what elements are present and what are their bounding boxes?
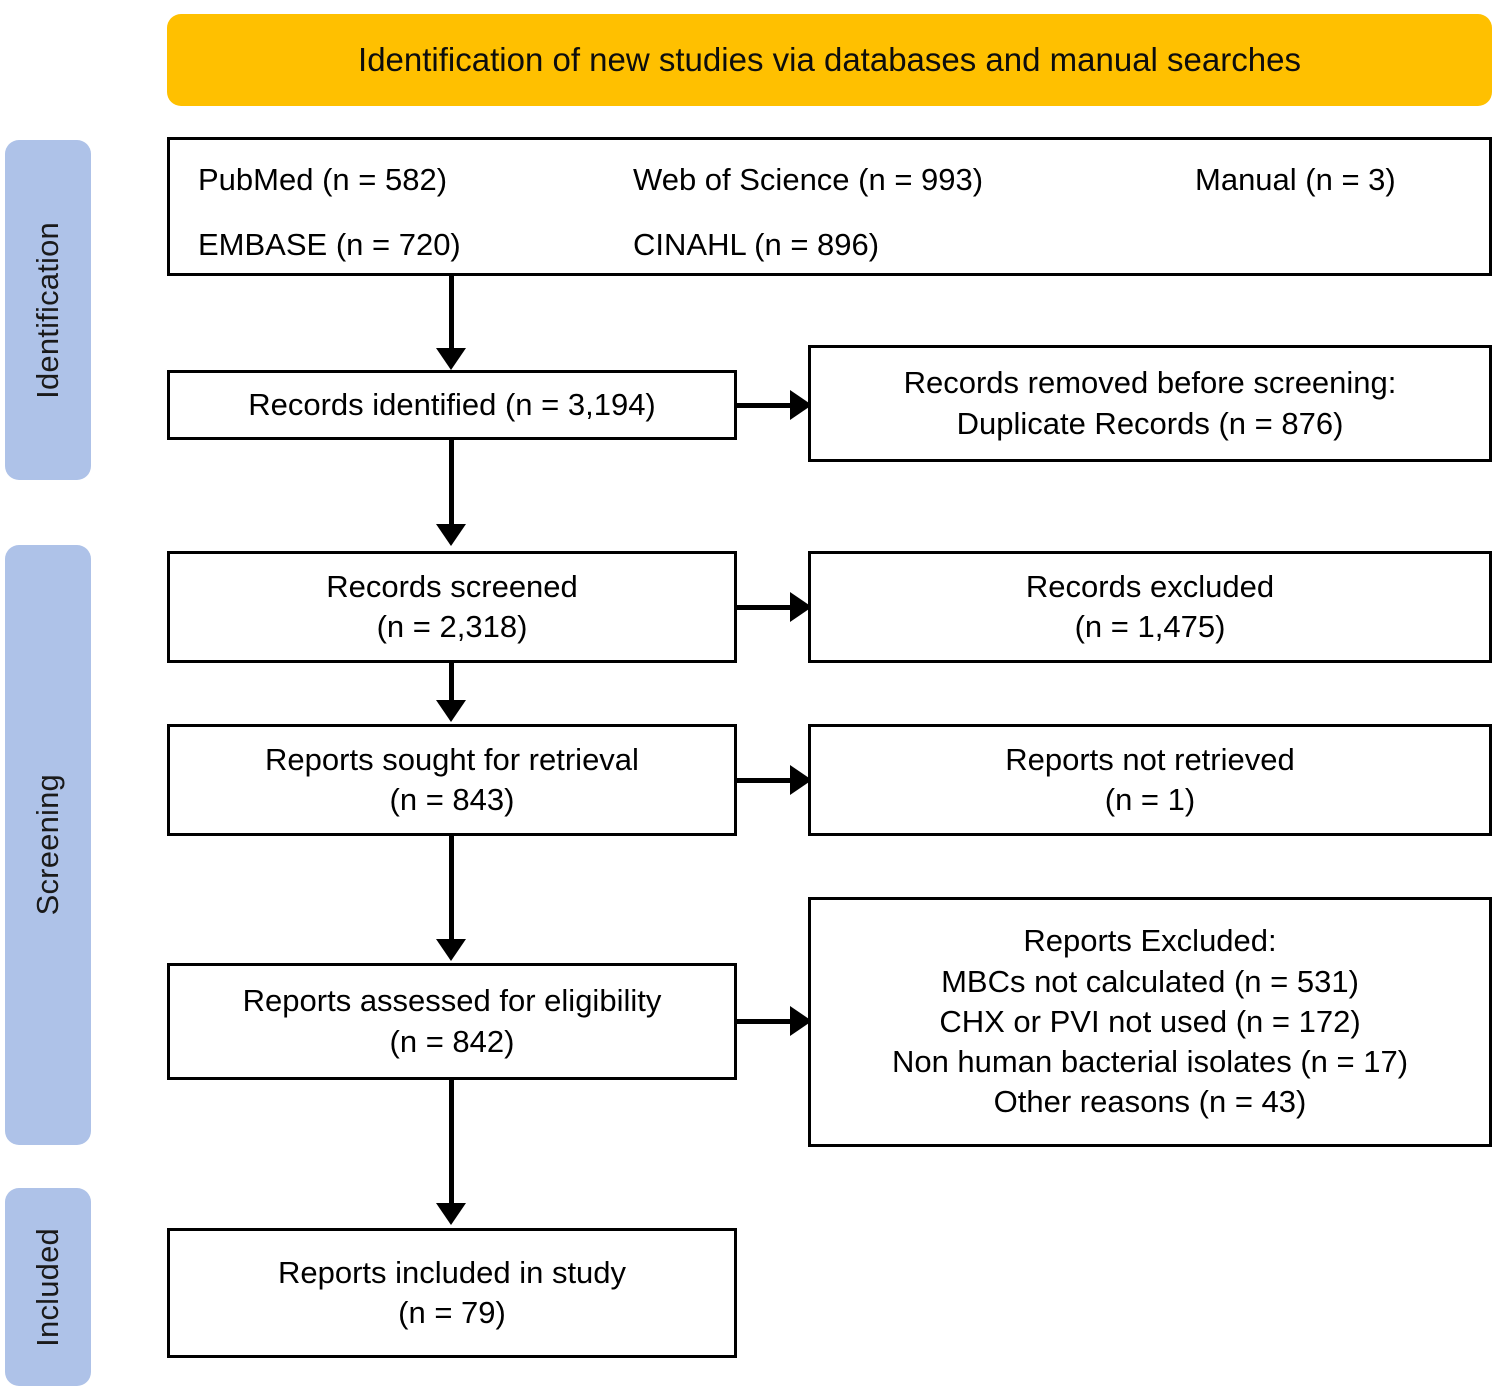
box-reports-assessed: Reports assessed for eligibility (n = 84… — [167, 963, 737, 1080]
phase-label-included: Included — [30, 1227, 65, 1347]
box-records-identified: Records identified (n = 3,194) — [167, 370, 737, 440]
arrowhead-assessed-to-included — [436, 1203, 466, 1225]
box-reports-excluded: Reports Excluded: MBCs not calculated (n… — [808, 897, 1492, 1147]
arrowhead-identified-to-screened — [436, 524, 466, 546]
search-sources-box: PubMed (n = 582) Web of Science (n = 993… — [167, 137, 1492, 276]
connector-identified-to-removed — [737, 403, 797, 408]
connector-identified-to-screened — [449, 440, 454, 529]
box-records-screened-text: Records screened (n = 2,318) — [326, 568, 578, 644]
phase-bar-included: Included — [5, 1188, 91, 1386]
connector-sources-to-identified — [449, 276, 454, 353]
source-cinahl: CINAHL (n = 896) — [633, 227, 880, 262]
phase-label-screening: Screening — [30, 774, 65, 916]
box-records-identified-text: Records identified (n = 3,194) — [248, 386, 656, 422]
box-reports-not-retrieved: Reports not retrieved (n = 1) — [808, 724, 1492, 836]
box-reports-assessed-text: Reports assessed for eligibility (n = 84… — [242, 983, 662, 1059]
source-pubmed: PubMed (n = 582) — [198, 162, 448, 197]
arrowhead-sources-to-identified — [436, 348, 466, 370]
connector-assessed-to-excluded — [737, 1019, 797, 1024]
connector-sought-to-assessed — [449, 836, 454, 944]
phase-bar-screening: Screening — [5, 545, 91, 1145]
diagram-title: Identification of new studies via databa… — [358, 41, 1301, 79]
connector-screened-to-excluded — [737, 605, 797, 610]
phase-label-identification: Identification — [30, 221, 65, 399]
box-reports-included: Reports included in study (n = 79) — [167, 1228, 737, 1358]
box-reports-sought-text: Reports sought for retrieval (n = 843) — [265, 741, 639, 817]
arrowhead-screened-to-excluded — [790, 592, 812, 622]
connector-screened-to-sought — [449, 663, 454, 706]
box-records-excluded: Records excluded (n = 1,475) — [808, 551, 1492, 663]
box-reports-not-retrieved-text: Reports not retrieved (n = 1) — [1005, 741, 1295, 817]
box-reports-excluded-text: Reports Excluded: MBCs not calculated (n… — [891, 923, 1409, 1120]
arrowhead-sought-to-assessed — [436, 939, 466, 961]
connector-assessed-to-included — [449, 1080, 454, 1208]
arrowhead-assessed-to-excluded — [790, 1006, 812, 1036]
arrowhead-screened-to-sought — [436, 700, 466, 722]
connector-sought-to-not-retrieved — [737, 778, 797, 783]
box-records-screened: Records screened (n = 2,318) — [167, 551, 737, 663]
box-records-removed: Records removed before screening: Duplic… — [808, 345, 1492, 462]
source-manual: Manual (n = 3) — [1195, 162, 1396, 197]
box-reports-sought: Reports sought for retrieval (n = 843) — [167, 724, 737, 836]
source-embase: EMBASE (n = 720) — [198, 227, 461, 262]
box-records-removed-text: Records removed before screening: Duplic… — [903, 365, 1397, 441]
source-web-of-science: Web of Science (n = 993) — [633, 162, 984, 197]
phase-bar-identification: Identification — [5, 140, 91, 480]
arrowhead-identified-to-removed — [790, 390, 812, 420]
box-reports-included-text: Reports included in study (n = 79) — [277, 1254, 627, 1330]
arrowhead-sought-to-not-retrieved — [790, 765, 812, 795]
diagram-title-banner: Identification of new studies via databa… — [167, 14, 1492, 106]
box-records-excluded-text: Records excluded (n = 1,475) — [1025, 568, 1275, 644]
